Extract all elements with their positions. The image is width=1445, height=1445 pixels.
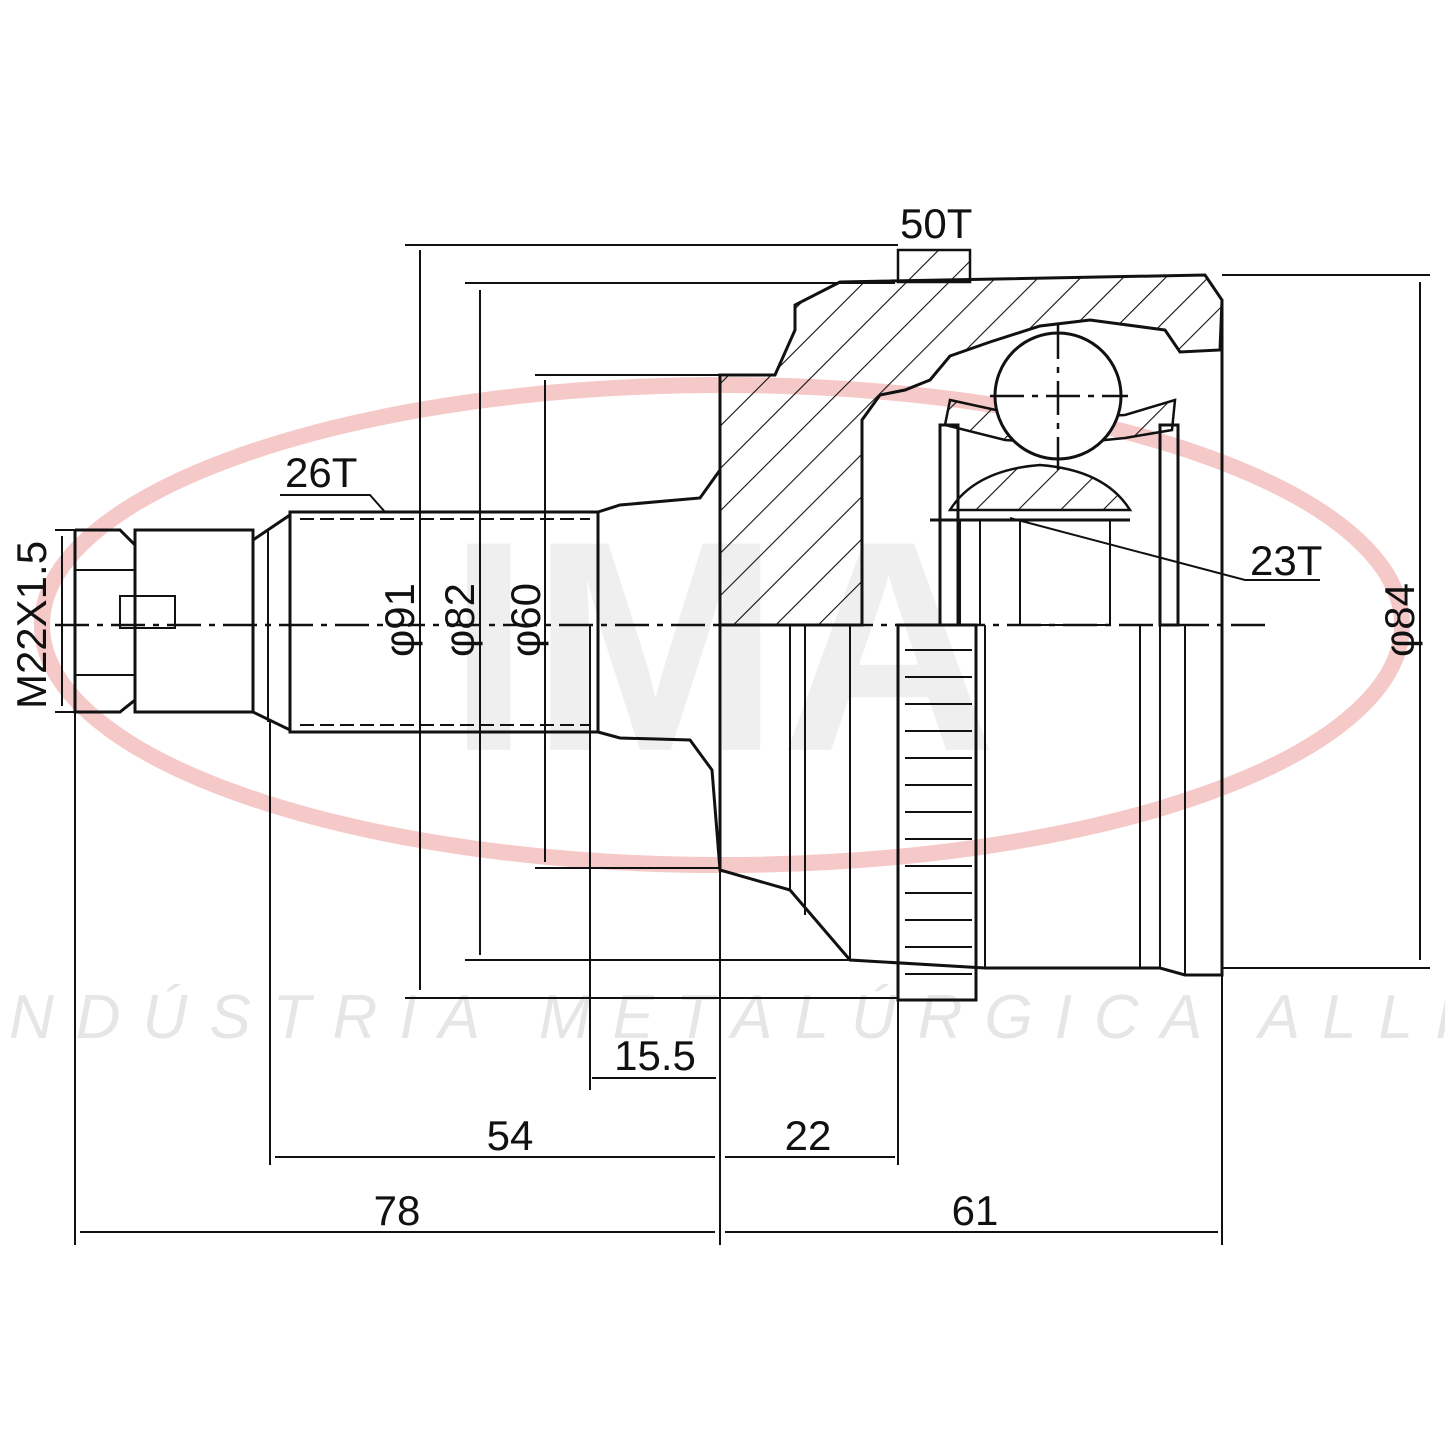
thread-label: M22X1.5 <box>8 541 55 709</box>
length-dimensions <box>74 625 1223 1245</box>
spline-26t-leader <box>280 494 386 513</box>
dim-78-label: 78 <box>374 1187 421 1234</box>
spline-shaft <box>288 375 722 871</box>
spline-23t-label: 23T <box>1250 537 1322 584</box>
spline-23t-leader <box>1009 517 1320 581</box>
dia-91-label: φ91 <box>376 583 423 657</box>
dim-15-5-label: 15.5 <box>614 1032 696 1079</box>
bell-housing-lower <box>718 300 1224 977</box>
diameter-dimensions <box>55 244 1430 999</box>
dim-54-label: 54 <box>487 1112 534 1159</box>
dia-84-label: φ84 <box>1376 583 1423 657</box>
dia-60-label: φ60 <box>502 583 549 657</box>
spline-50t-label: 50T <box>900 200 972 247</box>
spline-26t-label: 26T <box>285 449 357 496</box>
abs-ring <box>896 623 978 1002</box>
bell-housing-upper <box>718 273 1224 627</box>
hatched-section <box>718 273 1224 627</box>
dia-82-label: φ82 <box>436 583 483 657</box>
watermark-company: INDÚSTRIA METALÚRGICA ALLI <box>0 983 1445 1052</box>
threaded-tip <box>73 512 292 733</box>
dim-22-label: 22 <box>785 1112 832 1159</box>
dim-61-label: 61 <box>952 1187 999 1234</box>
abs-tooth-marker <box>896 248 972 284</box>
